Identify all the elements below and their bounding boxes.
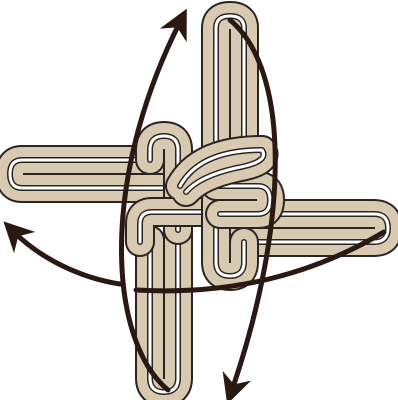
center-weave-b <box>216 186 270 214</box>
bottom-loop <box>150 230 178 392</box>
